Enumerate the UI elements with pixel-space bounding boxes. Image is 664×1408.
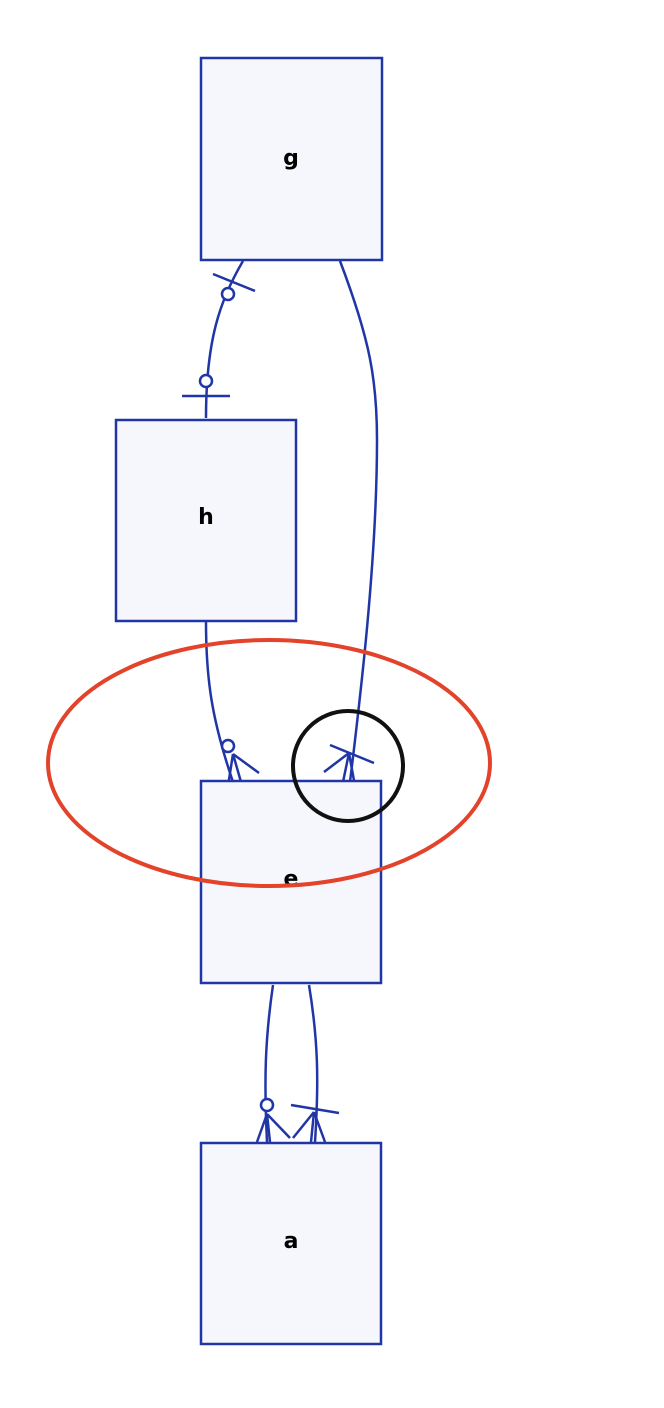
entity-g[interactable]: g: [199, 56, 384, 262]
marker-crow-right-e-a-2: [312, 1111, 327, 1143]
entity-a[interactable]: a: [199, 1141, 383, 1346]
relationship-e-a-right: [290, 984, 340, 1143]
relationship-g-h: [182, 260, 256, 419]
entity-box-e: [199, 779, 383, 985]
relationship-h-e: [204, 621, 260, 787]
marker-crow-mid-h-e: [231, 753, 243, 783]
entity-box-a: [199, 1141, 383, 1346]
entity-label-a: a: [284, 1229, 299, 1254]
entity-label-h: h: [198, 505, 214, 530]
marker-one-bar-g-h: [212, 272, 256, 293]
entity-label-g: g: [283, 146, 299, 171]
marker-crow-mid-g-e: [341, 752, 351, 783]
relationship-line-g-h: [204, 260, 245, 419]
marker-crow-right-e-a: [266, 1113, 291, 1139]
relationship-line-e-a-left: [264, 984, 275, 1143]
marker-crow-mid-e-a: [265, 1113, 272, 1143]
entity-e[interactable]: e: [199, 779, 383, 985]
entity-box-g: [199, 56, 384, 262]
entity-label-e: e: [284, 867, 299, 892]
highlight-ellipse: [46, 638, 492, 888]
marker-one-bar-e-a: [290, 1103, 340, 1115]
marker-zero-circle-h-e: [220, 738, 236, 754]
relationship-e-a-left: [255, 984, 291, 1143]
highlight-circle: [291, 709, 405, 823]
entity-box-h: [114, 418, 298, 623]
marker-zero-circle-e-a: [259, 1097, 275, 1113]
marker-crow-left-e-a: [255, 1113, 269, 1143]
relationship-line-g-e: [338, 260, 379, 783]
marker-crow-right-h-e: [232, 752, 260, 775]
relationship-g-e: [323, 260, 379, 787]
entity-h[interactable]: h: [114, 418, 298, 623]
relationship-line-h-e: [204, 621, 235, 783]
marker-crow-left-e-a-2: [292, 1111, 315, 1139]
marker-zero-circle-h-g: [198, 373, 214, 389]
marker-zero-circle-g-h: [220, 286, 236, 302]
marker-crow-mid-e-a-2: [309, 1111, 316, 1143]
marker-crow-left-g-e: [323, 752, 350, 773]
marker-one-bar-g-e: [329, 743, 375, 765]
